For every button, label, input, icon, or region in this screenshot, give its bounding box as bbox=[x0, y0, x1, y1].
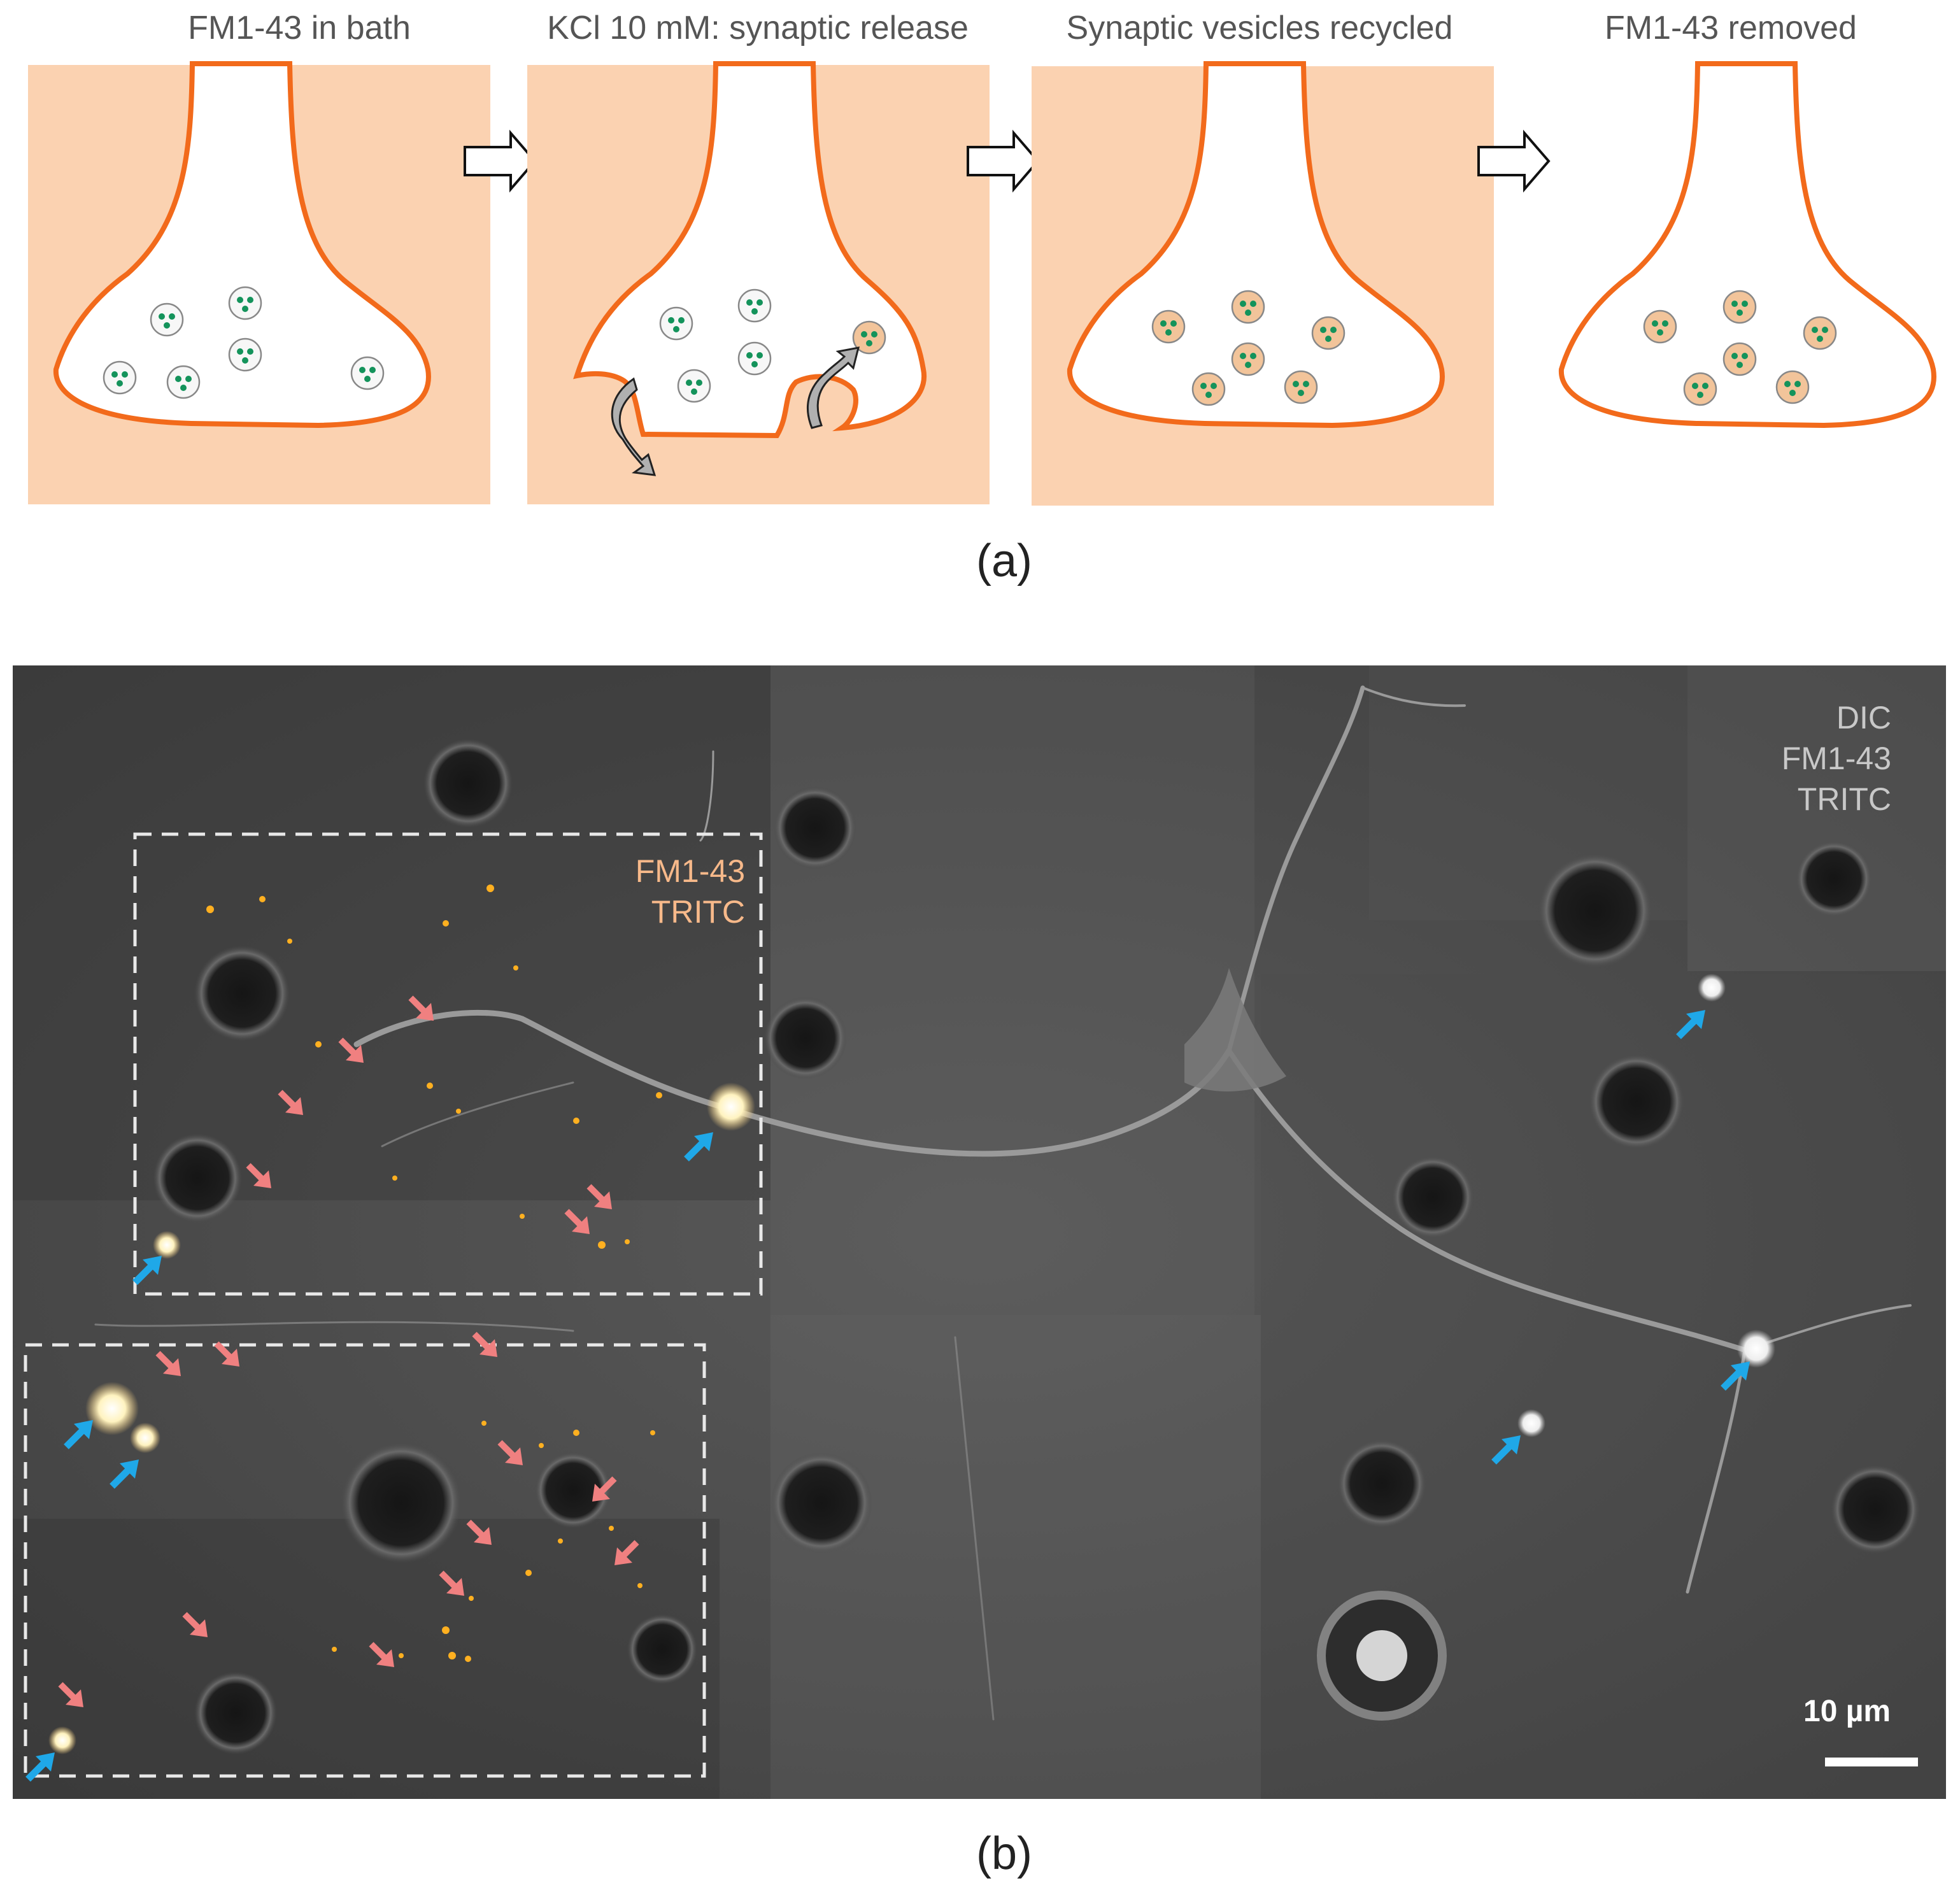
pink-arrow bbox=[60, 1684, 83, 1707]
micrograph-background bbox=[13, 665, 1946, 1799]
blue-arrow bbox=[1494, 1435, 1521, 1462]
pink-arrow bbox=[469, 1522, 492, 1545]
pink-arrows-left bbox=[592, 1476, 639, 1565]
pink-arrow bbox=[500, 1442, 523, 1465]
box1-channel-tritc: TRITC bbox=[651, 894, 745, 930]
pink-arrow bbox=[248, 1165, 271, 1188]
stage-2-bouton bbox=[573, 61, 927, 439]
pink-arrow bbox=[158, 1353, 181, 1376]
pink-arrow bbox=[567, 1211, 590, 1234]
pink-arrows bbox=[60, 998, 612, 1707]
blue-arrow bbox=[112, 1460, 139, 1486]
blue-arrow bbox=[66, 1420, 93, 1447]
fm143-puncta bbox=[206, 885, 662, 1662]
pink-arrow bbox=[614, 1547, 632, 1565]
blue-arrow bbox=[686, 1132, 713, 1159]
stage-4-terminal bbox=[1558, 61, 1936, 429]
blue-arrow bbox=[1723, 1361, 1750, 1388]
exocytosis-arrow bbox=[611, 377, 657, 476]
pink-arrow bbox=[411, 998, 434, 1021]
overview-channel-tritc: TRITC bbox=[1797, 781, 1891, 817]
stage-1-bouton bbox=[53, 61, 431, 429]
soma bbox=[1184, 968, 1286, 1091]
overview-channel-dic: DIC bbox=[1836, 700, 1891, 735]
blue-arrow bbox=[1679, 1010, 1705, 1037]
blue-arrow bbox=[135, 1256, 162, 1282]
overview-channel-labels: DIC FM1-43 TRITC bbox=[1719, 697, 1891, 820]
blue-arrow bbox=[28, 1752, 55, 1779]
pink-arrow bbox=[185, 1614, 208, 1637]
box1-channel-labels: FM1-43 TRITC bbox=[573, 851, 745, 932]
panel-b-label: (b) bbox=[976, 1828, 1032, 1879]
panel-a-label: (a) bbox=[976, 536, 1032, 586]
pink-arrow bbox=[280, 1092, 303, 1115]
roi-box-lower bbox=[24, 1343, 706, 1778]
pink-arrow bbox=[589, 1186, 612, 1209]
scale-bar-label: 10 µm bbox=[1803, 1694, 1891, 1728]
pink-arrow bbox=[217, 1344, 239, 1367]
overview-channel-fm143: FM1-43 bbox=[1781, 741, 1891, 776]
stage-3-terminal bbox=[1032, 61, 1494, 506]
panel-a-diagram bbox=[28, 61, 1936, 506]
endocytosis-arrow bbox=[806, 346, 860, 429]
pink-arrow bbox=[615, 1540, 639, 1564]
pink-arrow bbox=[341, 1040, 364, 1063]
blue-arrows bbox=[28, 1010, 1750, 1779]
stage-title-3: Synaptic vesicles recycled bbox=[1066, 10, 1453, 46]
stage-title-1: FM1-43 in bath bbox=[188, 10, 411, 46]
pink-arrow bbox=[371, 1644, 394, 1667]
stage-2-terminal bbox=[527, 61, 990, 504]
stage-title-4: FM1-43 removed bbox=[1605, 10, 1857, 46]
neurites bbox=[94, 685, 1912, 1721]
scale-bar bbox=[1825, 1758, 1918, 1766]
stage-title-2: KCl 10 mM: synaptic release bbox=[547, 10, 969, 46]
pink-arrow bbox=[441, 1573, 464, 1596]
pink-arrow bbox=[593, 1476, 617, 1500]
box1-channel-fm143: FM1-43 bbox=[635, 853, 745, 889]
stage-1-terminal bbox=[28, 61, 490, 504]
pink-arrow bbox=[474, 1334, 497, 1357]
pink-arrow bbox=[592, 1484, 610, 1502]
